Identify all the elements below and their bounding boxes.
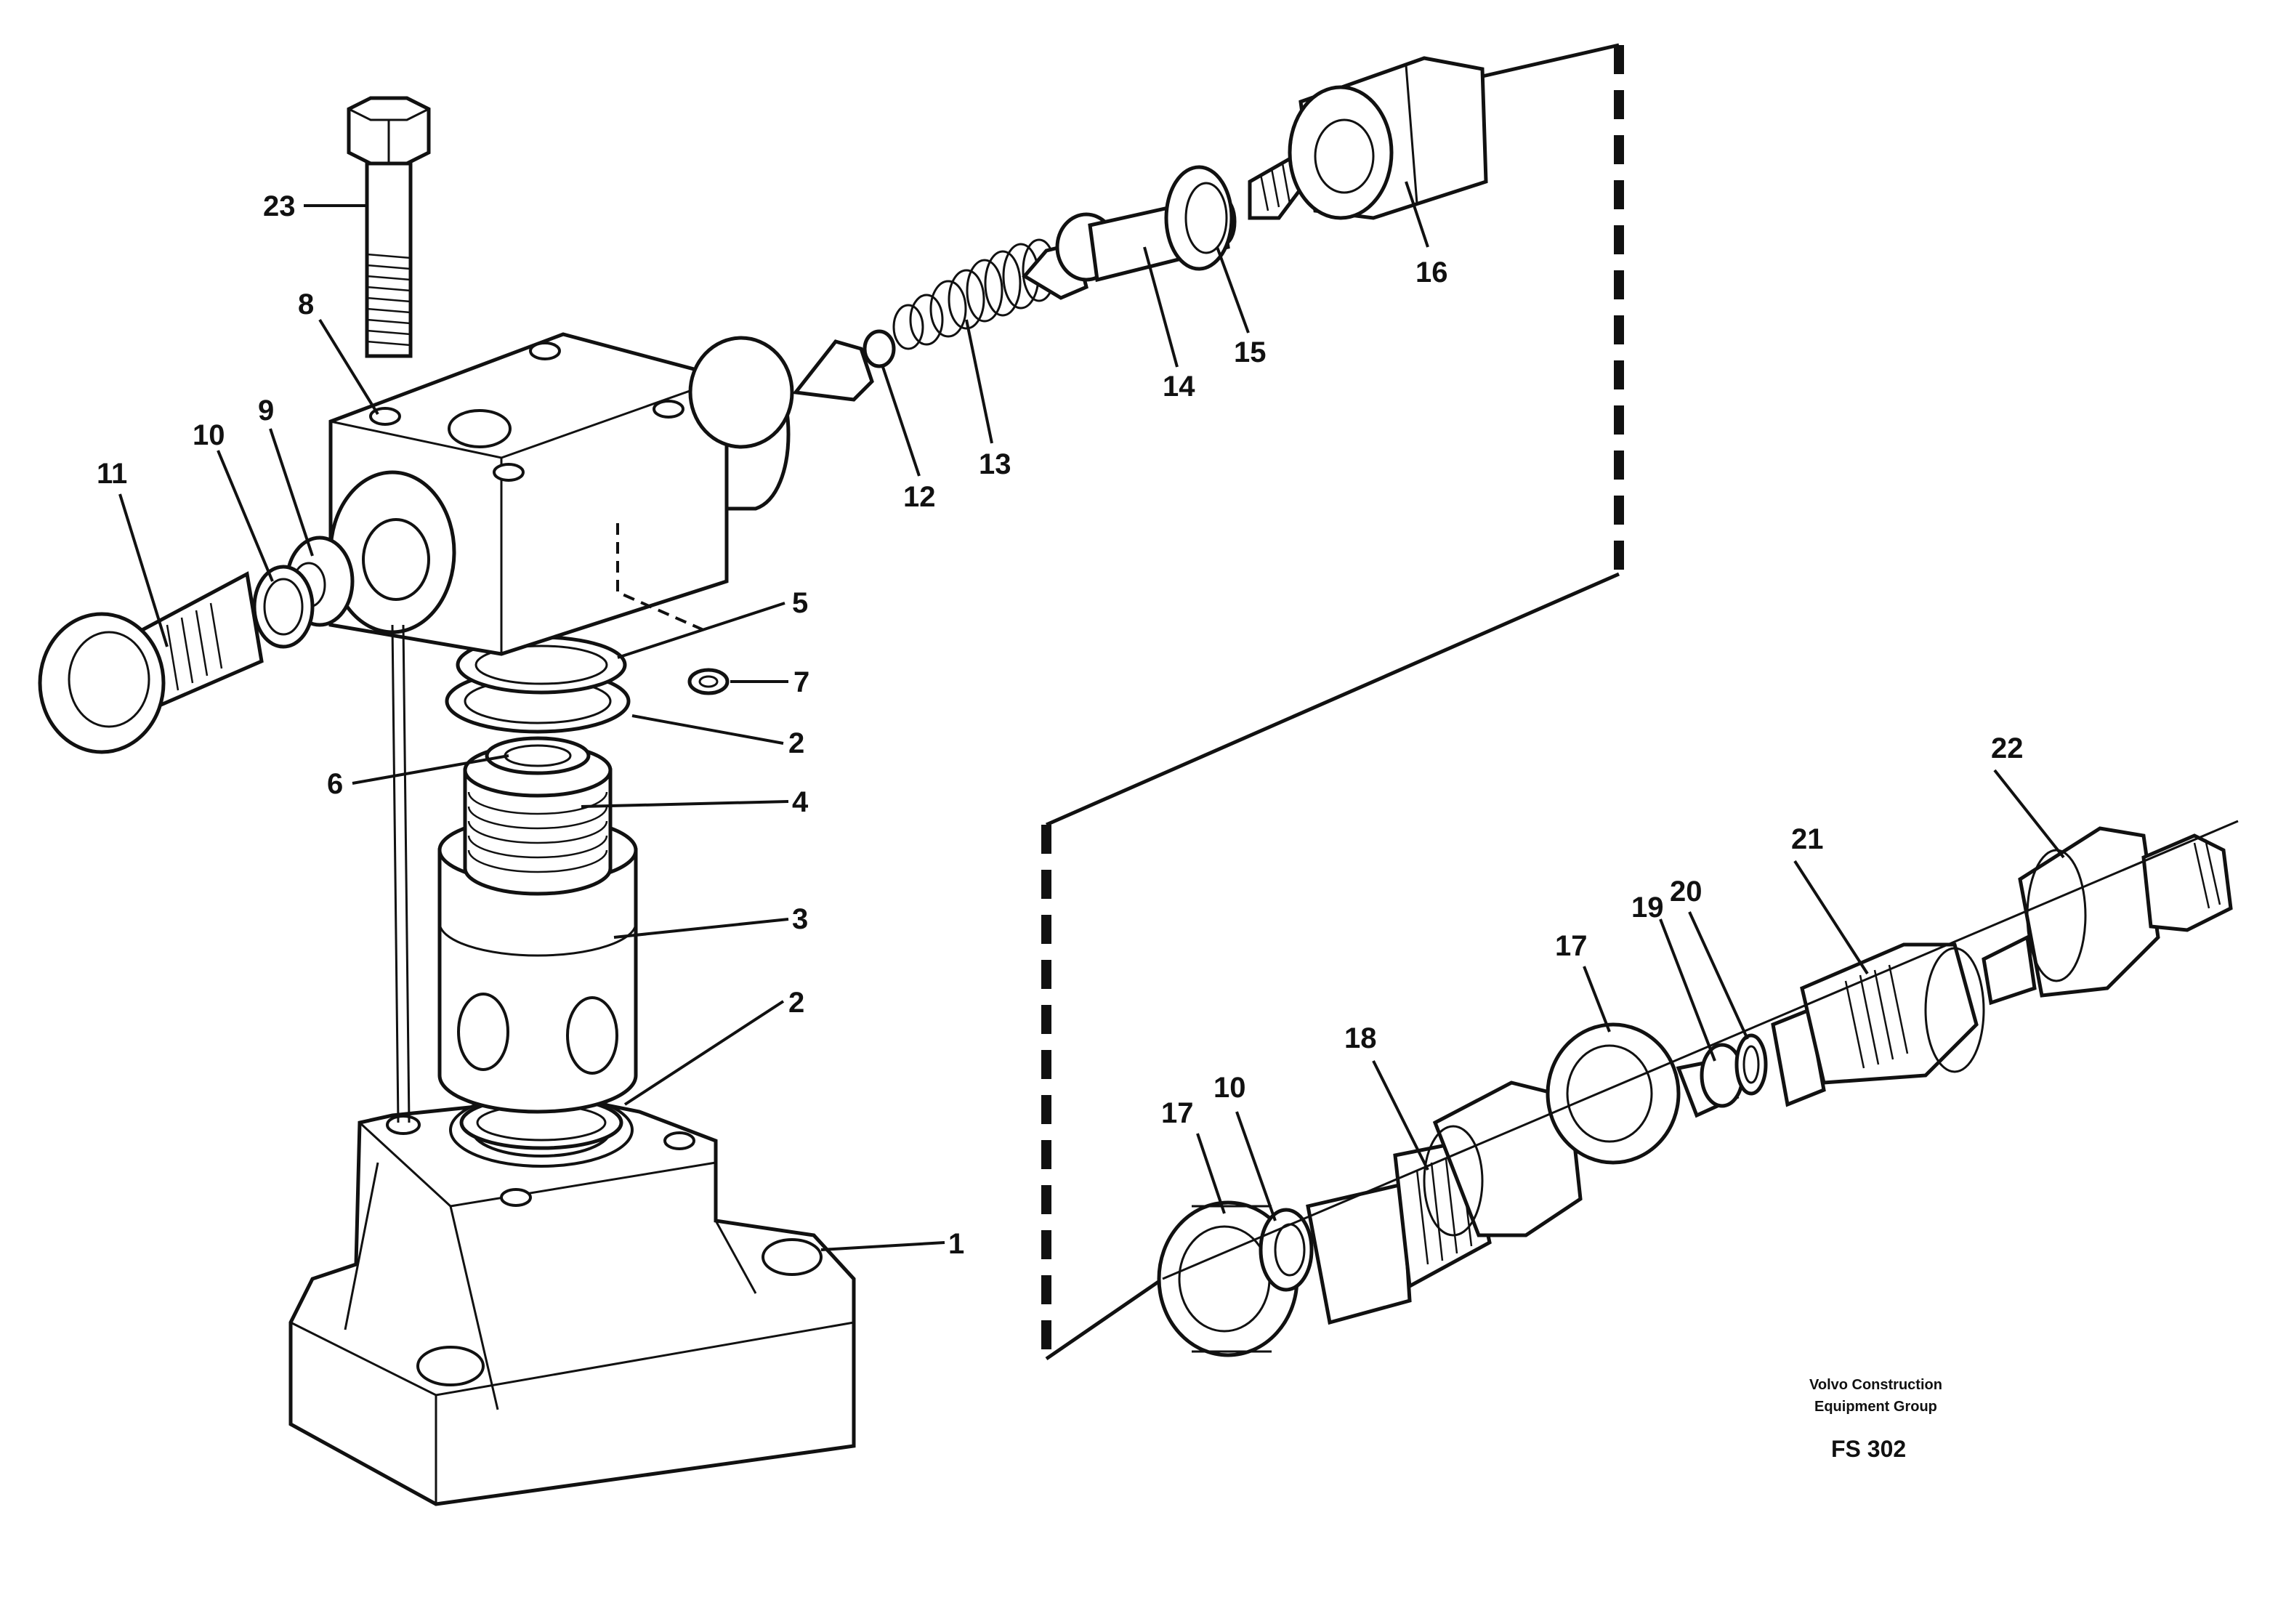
callout-4: 4 <box>792 786 809 818</box>
callout-labels: 1 2 2 3 4 5 6 7 8 9 10 10 11 12 13 14 15… <box>97 190 2024 1260</box>
credit-line-2: Equipment Group <box>1814 1399 1937 1415</box>
callout-6: 6 <box>327 768 343 800</box>
callout-12: 12 <box>903 481 936 513</box>
figure-code: FS 302 <box>1831 1436 1906 1462</box>
callout-17-left: 17 <box>1161 1097 1194 1129</box>
part-23-bolt <box>347 96 431 358</box>
callout-10-right: 10 <box>1213 1072 1246 1104</box>
callout-3: 3 <box>792 903 808 935</box>
callout-10-left: 10 <box>193 419 225 451</box>
callout-1: 1 <box>948 1228 964 1260</box>
part-15-seal-washer <box>1164 165 1234 271</box>
callout-7: 7 <box>793 666 809 698</box>
callout-9: 9 <box>258 395 274 427</box>
callout-23: 23 <box>263 190 296 222</box>
part-21-adapter <box>1771 942 1985 1107</box>
part-17-lock-nut-right <box>1546 1022 1681 1165</box>
callout-15: 15 <box>1234 336 1267 368</box>
callout-8: 8 <box>298 288 314 320</box>
part-7-washer <box>687 668 730 695</box>
part-20-o-ring <box>1734 1033 1768 1096</box>
credit-line-1: Volvo Construction <box>1809 1377 1942 1393</box>
leader-lines <box>118 181 2065 1251</box>
part-16-cap-nut <box>1248 56 1488 220</box>
callout-22: 22 <box>1991 732 2024 764</box>
part-11-adjuster-knob <box>38 571 264 754</box>
part-12-poppet <box>792 329 896 402</box>
callout-2-upper: 2 <box>788 727 804 759</box>
part-8-valve-block <box>328 332 794 656</box>
axis-line <box>1162 820 2239 1280</box>
callout-21: 21 <box>1791 823 1824 855</box>
callout-14: 14 <box>1163 371 1195 403</box>
part-19-spool <box>1676 1043 1745 1118</box>
alignment-line <box>391 624 400 1123</box>
callout-18: 18 <box>1344 1022 1377 1054</box>
part-22-union <box>1982 826 2233 1006</box>
part-13-spring <box>892 238 1057 350</box>
callout-19: 19 <box>1631 892 1664 924</box>
callout-13: 13 <box>979 448 1011 480</box>
credit-block: Volvo Construction Equipment Group FS 30… <box>1809 1377 1942 1462</box>
part-10-washer-left <box>252 565 315 649</box>
callout-11: 11 <box>97 458 127 490</box>
callout-2-lower: 2 <box>788 987 804 1019</box>
detail-frame <box>1041 43 1624 1361</box>
part-18-fitting-body <box>1306 1080 1583 1325</box>
part-10-washer-right <box>1259 1208 1314 1292</box>
callout-16: 16 <box>1415 256 1448 288</box>
part-1-base-housing <box>288 1092 856 1506</box>
callout-5: 5 <box>792 587 808 619</box>
alignment-line-2 <box>402 624 411 1123</box>
callout-17-right: 17 <box>1555 930 1588 962</box>
callout-20: 20 <box>1670 876 1702 908</box>
